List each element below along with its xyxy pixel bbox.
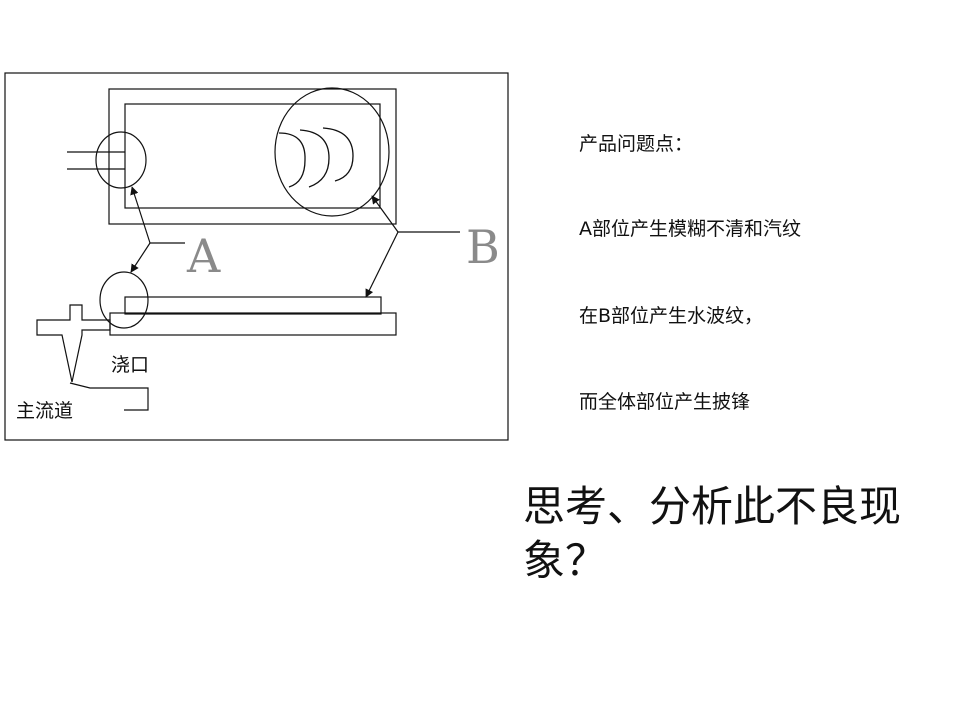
runner-pointer-line xyxy=(69,382,149,411)
defect-circle-a-side xyxy=(99,271,149,329)
part-top-view-inner xyxy=(124,103,381,209)
sprue-runner-shape xyxy=(36,304,111,383)
part-side-view-bottom-plate xyxy=(109,312,397,336)
notes-title: 产品问题点： xyxy=(579,133,694,155)
defect-circle-a-top xyxy=(95,131,147,189)
gate-label: 浇口 xyxy=(111,354,149,376)
note-item-overall: 而全体部位产生披锋 xyxy=(579,391,751,413)
water-ripple-marks xyxy=(278,127,354,188)
label-a: A xyxy=(186,229,221,283)
discussion-question: 思考、分析此不良现象？ xyxy=(523,482,902,585)
label-b: B xyxy=(466,220,500,274)
note-item-b: 在B部位产生水波纹， xyxy=(579,305,764,327)
diagram-frame xyxy=(4,72,509,441)
part-side-view-top-plate xyxy=(124,296,382,315)
runner-label: 主流道 xyxy=(16,400,73,422)
callout-b xyxy=(365,195,460,298)
callout-a xyxy=(130,186,185,273)
note-item-a: A部位产生模糊不清和汽纹 xyxy=(579,218,801,240)
part-top-view-outer xyxy=(108,88,397,225)
defect-circle-b xyxy=(274,87,390,217)
